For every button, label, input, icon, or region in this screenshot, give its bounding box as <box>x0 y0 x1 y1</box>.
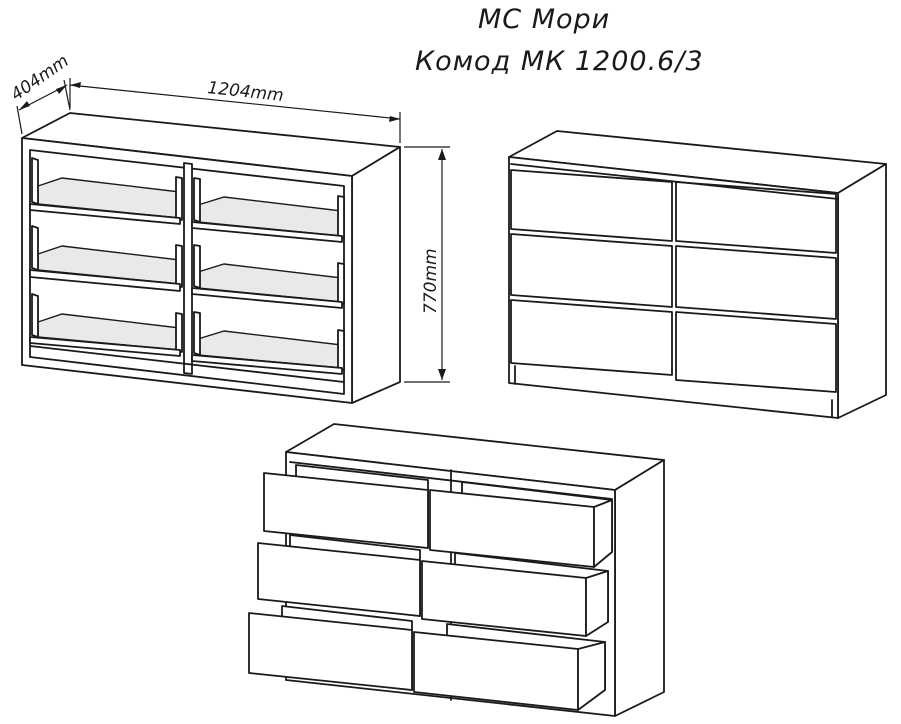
height-dimension: 770mm <box>404 146 450 383</box>
open-drawer-left-3 <box>29 293 183 357</box>
open-drawer-right-1 <box>191 177 345 243</box>
height-label: 770mm <box>421 248 441 314</box>
drawer-front-left-2 <box>510 233 673 308</box>
center-divider <box>183 162 193 375</box>
open-drawer-left-2 <box>29 225 183 292</box>
pulled-drawer-right-3 <box>413 623 606 711</box>
open-drawer-right-2 <box>191 244 345 309</box>
open-carcass-view: 404mm 1204mm 770mm <box>7 51 450 404</box>
drawers-pulled-view <box>248 423 665 717</box>
drawer-front-right-2 <box>675 245 837 320</box>
pulled-drawer-right-1 <box>429 481 613 568</box>
pulled-drawer-left-2 <box>257 534 421 617</box>
depth-label: 404mm <box>7 51 72 105</box>
brand-title: МС Мори <box>478 4 611 35</box>
model-title: Комод МК 1200.6/3 <box>415 46 704 77</box>
pulled-drawer-left-3 <box>248 605 413 691</box>
pulled-drawer-left-1 <box>263 464 429 549</box>
drawer-front-left-1 <box>510 169 673 242</box>
carcass-side <box>351 146 401 404</box>
drawer-front-left-3 <box>510 299 673 376</box>
pulled-side <box>614 459 665 717</box>
closed-side <box>837 163 887 419</box>
closed-front-view <box>508 130 887 419</box>
pulled-drawer-right-2 <box>421 552 609 637</box>
width-label: 1204mm <box>206 78 284 106</box>
open-drawer-left-1 <box>29 157 183 225</box>
drawer-front-right-3 <box>675 311 837 393</box>
open-drawer-right-3 <box>191 311 345 375</box>
drawer-front-right-1 <box>675 181 837 254</box>
